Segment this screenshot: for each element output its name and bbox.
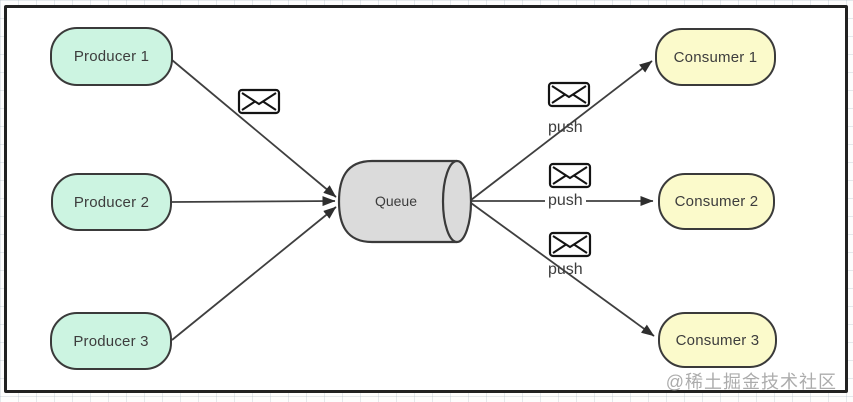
edge-producer3-queue	[171, 206, 337, 341]
node-label: Consumer 2	[674, 193, 759, 210]
edge-label-push-1: push	[548, 119, 583, 136]
edge-queue-consumer3	[470, 202, 655, 337]
queue-cylinder-shape	[337, 159, 473, 244]
queue-label: Queue	[352, 186, 440, 216]
node-label: Producer 3	[73, 332, 149, 350]
edge-producer1-queue	[171, 59, 337, 198]
envelope-icon	[548, 162, 592, 189]
edge-queue-consumer1	[470, 60, 653, 201]
node-label: Producer 1	[73, 48, 150, 65]
node-consumer-3: Consumer 3	[658, 312, 777, 368]
node-producer-1: Producer 1	[50, 27, 173, 86]
watermark-text: @稀土掘金技术社区	[665, 372, 837, 392]
edge-label-push-3: push	[548, 261, 583, 278]
node-producer-2: Producer 2	[51, 173, 172, 231]
edge-label-push-2: push	[545, 192, 586, 210]
envelope-icon	[547, 81, 591, 108]
envelope-icon	[237, 88, 281, 115]
envelope-icon	[548, 231, 592, 258]
node-label: Consumer 3	[675, 331, 760, 349]
node-label: Consumer 1	[673, 48, 758, 66]
node-label: Producer 2	[73, 193, 150, 211]
node-producer-3: Producer 3	[50, 312, 172, 370]
node-label: Queue	[374, 193, 418, 209]
node-consumer-2: Consumer 2	[658, 173, 775, 230]
node-consumer-1: Consumer 1	[655, 28, 776, 86]
edge-producer2-queue	[171, 196, 336, 207]
